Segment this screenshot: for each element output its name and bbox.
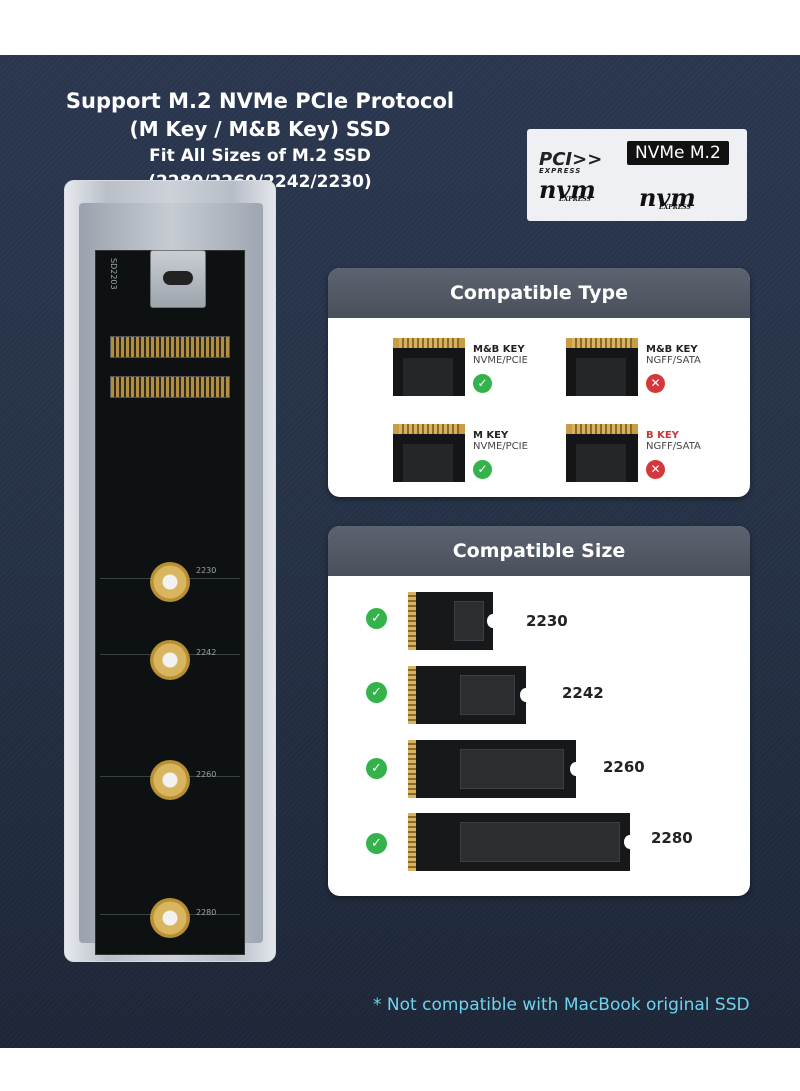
check-icon: ✓ xyxy=(473,374,492,393)
ssd-2280-image xyxy=(408,813,636,871)
mount-label-2260: 2260 xyxy=(196,770,217,779)
ssd-2230-image xyxy=(408,592,499,650)
mount-label-2242: 2242 xyxy=(196,648,217,657)
size-row: ✓ 2280 xyxy=(328,813,750,873)
size-row: ✓ 2242 xyxy=(328,666,750,726)
compatible-type-panel: Compatible Type M&B KEY NVME/PCIE ✓ M&B … xyxy=(328,268,750,497)
protocol: NVME/PCIE xyxy=(473,441,528,452)
pcb-board xyxy=(95,250,245,955)
pcb-model-label: SD2203 xyxy=(109,258,118,290)
footnote: * Not compatible with MacBook original S… xyxy=(373,995,750,1015)
type-item: M&B KEY NGFF/SATA ✕ xyxy=(566,330,750,408)
compatible-size-panel: Compatible Size ✓ 2230 ✓ 2242 ✓ 2260 ✓ 2… xyxy=(328,526,750,896)
mount-hole-2230 xyxy=(150,562,190,602)
key-type: M KEY xyxy=(473,430,509,441)
check-icon: ✓ xyxy=(366,758,387,779)
mount-hole-2242 xyxy=(150,640,190,680)
check-icon: ✓ xyxy=(366,833,387,854)
mount-label-2230: 2230 xyxy=(196,566,217,575)
headline: Support M.2 NVMe PCIe Protocol (M Key / … xyxy=(30,87,490,195)
protocol: NGFF/SATA xyxy=(646,441,701,452)
cross-icon: ✕ xyxy=(646,374,665,393)
ssd-chip-image xyxy=(393,338,465,396)
mount-hole-2280 xyxy=(150,898,190,938)
type-item: B KEY NGFF/SATA ✕ xyxy=(566,416,750,494)
protocol: NGFF/SATA xyxy=(646,355,701,366)
headline-line-3: Fit All Sizes of M.2 SSD xyxy=(149,146,371,166)
ssd-chip-image xyxy=(566,424,638,482)
key-type: B KEY xyxy=(646,430,679,441)
key-type: M&B KEY xyxy=(646,344,698,355)
check-icon: ✓ xyxy=(366,608,387,629)
headline-line-2: (M Key / M&B Key) SSD xyxy=(129,117,391,141)
ssd-chip-image xyxy=(566,338,638,396)
size-row: ✓ 2230 xyxy=(328,592,750,652)
mount-hole-2260 xyxy=(150,760,190,800)
ssd-2260-image xyxy=(408,740,582,798)
pcie-logo: PCI>> EXPRESS xyxy=(539,149,603,175)
size-label: 2242 xyxy=(562,684,604,702)
size-label: 2230 xyxy=(526,612,568,630)
headline-line-1: Support M.2 NVMe PCIe Protocol xyxy=(65,89,455,113)
ssd-chip-image xyxy=(393,424,465,482)
check-icon: ✓ xyxy=(366,682,387,703)
cross-icon: ✕ xyxy=(646,460,665,479)
usb-c-port-icon xyxy=(150,250,206,308)
size-label: 2280 xyxy=(651,829,693,847)
nvme-m2-logo: NVMe M.2 xyxy=(627,141,729,165)
compatible-size-title: Compatible Size xyxy=(328,526,750,576)
ssd-2242-image xyxy=(408,666,532,724)
compatible-type-title: Compatible Type xyxy=(328,268,750,318)
mount-label-2280: 2280 xyxy=(196,908,217,917)
m2-connector-lower xyxy=(110,376,230,398)
size-row: ✓ 2260 xyxy=(328,740,750,800)
type-item: M KEY NVME/PCIE ✓ xyxy=(393,416,593,494)
check-icon: ✓ xyxy=(473,460,492,479)
key-type: M&B KEY xyxy=(473,344,525,355)
type-item: M&B KEY NVME/PCIE ✓ xyxy=(393,330,593,408)
protocol: NVME/PCIE xyxy=(473,355,528,366)
m2-connector xyxy=(110,336,230,358)
size-label: 2260 xyxy=(603,758,645,776)
